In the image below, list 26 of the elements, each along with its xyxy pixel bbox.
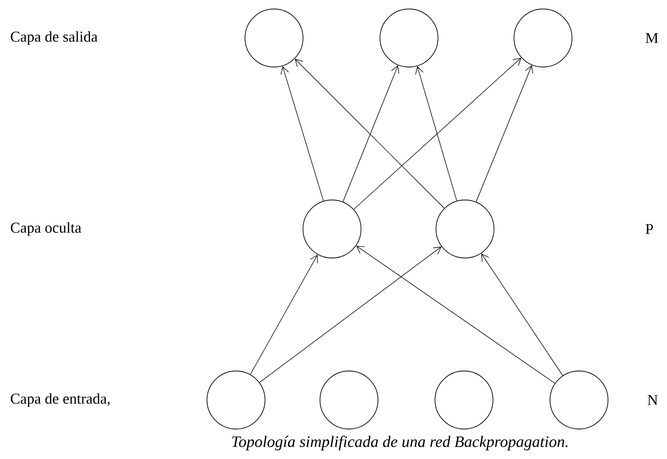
neuron-circle — [302, 200, 362, 258]
layer-label: Capa de entrada, — [10, 393, 110, 407]
layer-label: P — [646, 224, 653, 234]
neuron-circle — [514, 8, 572, 68]
layer-label: Capa de salida — [10, 31, 98, 45]
layer-label: N — [648, 395, 658, 405]
arrow — [476, 65, 534, 202]
neuron-circle — [380, 8, 438, 68]
neuron-circle — [206, 370, 266, 430]
arrow — [342, 65, 400, 202]
arrow — [250, 254, 318, 375]
arrow — [481, 253, 564, 376]
neuron-circle — [436, 200, 494, 258]
arrow — [415, 66, 458, 202]
neuron-circle — [320, 370, 378, 430]
arrow — [294, 58, 445, 209]
neuron-circle — [550, 370, 608, 430]
arrow — [259, 246, 442, 383]
neuron-circle — [244, 8, 304, 68]
arrow — [280, 66, 324, 202]
neuron-circle — [434, 370, 494, 430]
caption: Topología simplificada de una red Backpropagation. — [232, 436, 568, 450]
arrow — [353, 58, 522, 210]
layer-label: M — [646, 33, 658, 43]
layer-label: Capa oculta — [10, 222, 82, 236]
arrow — [356, 246, 556, 384]
